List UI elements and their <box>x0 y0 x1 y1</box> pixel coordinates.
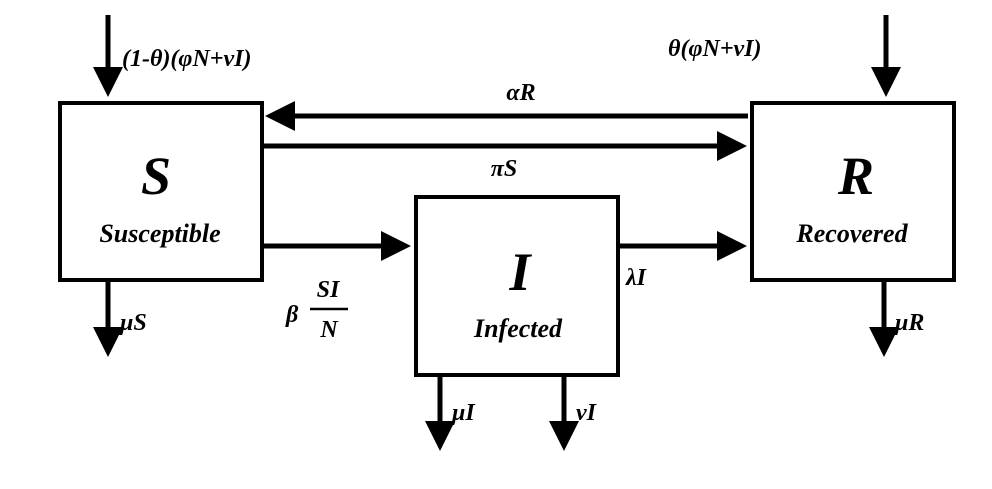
inflow-s-label: (1-θ)(φN+νI) <box>122 46 251 72</box>
death-r-label: μR <box>893 310 924 336</box>
inflow-r-label: θ(φN+νI) <box>668 36 761 62</box>
recovered-box <box>750 101 956 282</box>
r-to-s-label: αR <box>506 80 535 106</box>
recovered-name: Recovered <box>795 219 908 248</box>
infection-coef-label: β <box>285 302 299 328</box>
infection-denominator-label: N <box>319 317 339 343</box>
death-i-label: μI <box>450 400 476 426</box>
i-to-r-label: λI <box>625 265 648 291</box>
susceptible-name: Susceptible <box>99 219 220 248</box>
recovered-symbol: R <box>837 146 874 206</box>
disease-death-i-label: νI <box>576 400 598 426</box>
infection-numerator-label: SI <box>317 277 341 303</box>
infected-symbol: I <box>508 242 532 302</box>
infected-name: Infected <box>473 314 563 343</box>
infected-box <box>414 195 620 377</box>
death-s-label: μS <box>118 310 147 336</box>
s-to-r-label: πS <box>491 156 517 182</box>
susceptible-symbol: S <box>141 146 171 206</box>
susceptible-box <box>58 101 264 282</box>
